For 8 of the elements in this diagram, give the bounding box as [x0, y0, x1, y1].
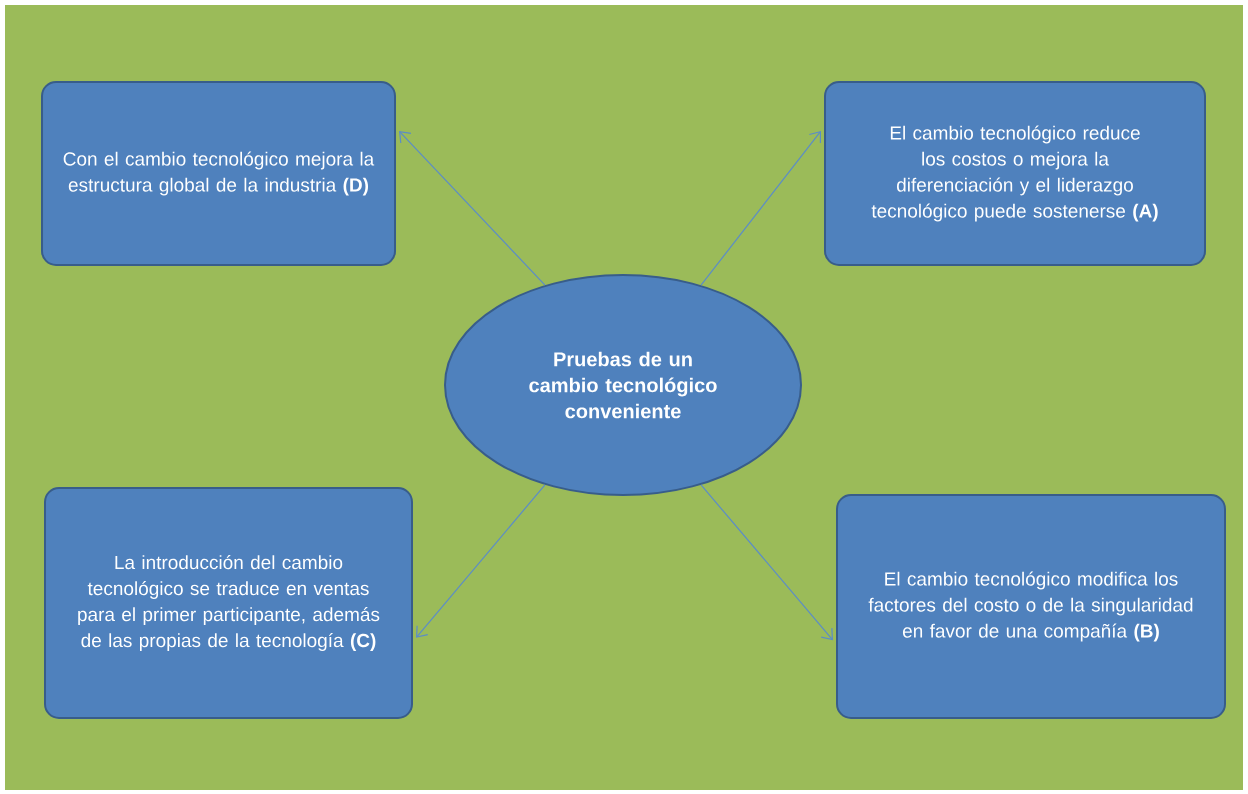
arrow: [399, 130, 546, 286]
arrow: [700, 484, 833, 641]
text-box: El cambio tecnológico modifica los factores del costo o de la singularidad en favor de una compañía (B): [836, 494, 1226, 719]
arrow: [416, 484, 546, 638]
text-box: El cambio tecnológico reduce los costos o mejora la diferenciación y el liderazgo tecnológico puede sostenerse (A): [824, 81, 1206, 266]
arrow: [700, 130, 821, 286]
text-box: La introducción del cambio tecnológico se traduce en ventas para el primer participante, además de las propias de la tecnología (C): [44, 487, 413, 719]
text-box: Con el cambio tecnológico mejora la estructura global de la industria (D): [41, 81, 396, 266]
